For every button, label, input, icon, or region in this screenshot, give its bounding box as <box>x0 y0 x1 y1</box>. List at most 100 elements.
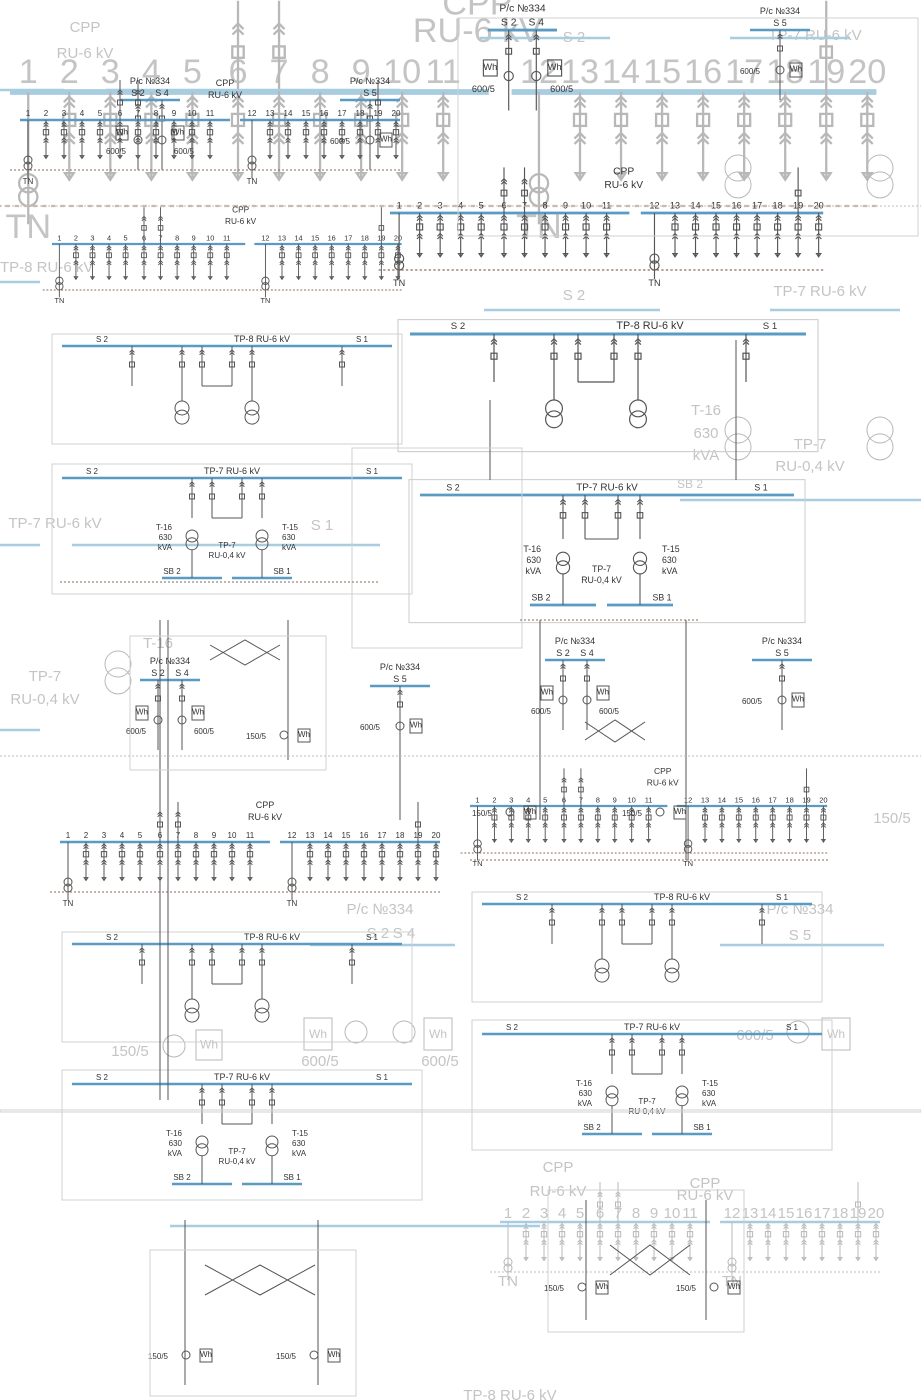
arrow-icon <box>285 155 291 160</box>
arrow-icon <box>765 1257 771 1262</box>
breaker-icon <box>199 361 205 368</box>
breaker-icon <box>73 252 79 259</box>
plug-contact-icon <box>61 137 67 144</box>
cell-number: 1 <box>66 831 71 840</box>
cpp-title: CPP <box>654 766 672 776</box>
meter-box <box>199 1348 213 1363</box>
plug-contact-icon <box>106 259 112 266</box>
transformer-icon <box>545 399 564 418</box>
breaker-icon <box>209 493 215 500</box>
arrow-icon <box>436 253 444 258</box>
ct-rating: 600/5 <box>740 67 761 76</box>
breaker-icon <box>284 129 292 136</box>
arrow-icon <box>815 253 822 258</box>
plug-contact-icon <box>272 21 286 36</box>
breaker-icon <box>328 252 335 259</box>
plug-contact-icon <box>777 33 783 40</box>
breaker-icon <box>189 959 195 966</box>
breaker-icon <box>619 919 625 926</box>
current-transformer-icon <box>775 65 785 75</box>
arrow-icon <box>702 838 708 844</box>
arrow-icon <box>157 276 164 281</box>
arrow-icon <box>561 838 567 844</box>
plug-contact-icon <box>193 859 199 866</box>
transformer-icon <box>866 433 894 461</box>
transformer-icon <box>632 551 648 566</box>
breaker-icon <box>141 225 147 231</box>
transformer-icon <box>555 560 571 575</box>
breaker-icon <box>609 1049 615 1056</box>
breaker-icon <box>378 851 386 858</box>
faint-cpp: CPP <box>70 19 101 36</box>
faint-t16-2: T-16 <box>143 635 173 652</box>
breaker-icon <box>231 45 245 59</box>
arrow-icon <box>211 877 217 882</box>
breaker-icon <box>860 112 875 128</box>
section-s1: S 1 <box>376 1073 389 1082</box>
meter-label: Wh <box>298 730 310 739</box>
plug-contact-icon <box>719 822 725 828</box>
meter-label: Wh <box>200 1350 212 1359</box>
voltage-transformer-icon <box>63 877 73 887</box>
current-transformer-icon <box>786 1020 810 1044</box>
plug-contact-icon <box>267 137 273 144</box>
breaker-icon <box>223 252 230 259</box>
cell-number: 16 <box>320 109 329 118</box>
tp7-04-title: TP-7 <box>592 564 611 574</box>
cell-number: 12 <box>684 795 692 804</box>
transformer-icon <box>629 410 648 429</box>
breaker-icon <box>209 959 215 966</box>
faint-ps-mid: P/c №334 <box>347 901 414 918</box>
voltage-transformer-icon <box>503 1257 513 1267</box>
plug-contact-icon <box>343 859 349 866</box>
cell-number: 3 <box>509 795 513 804</box>
section-s2: S 2 <box>506 1023 519 1032</box>
arrow-icon <box>379 877 385 882</box>
breaker-icon <box>550 352 558 360</box>
ps-s4: S 4 <box>155 88 169 98</box>
plug-contact-icon <box>615 1239 621 1246</box>
current-transformer-icon <box>558 695 568 705</box>
section-s2: S 2 <box>86 467 99 476</box>
breaker-icon <box>603 223 611 231</box>
faint-630: 630 <box>693 425 718 442</box>
meter-box <box>596 685 610 701</box>
thumbnail-frame <box>351 447 523 649</box>
meter-icon: Wh <box>191 705 205 721</box>
plug-contact-icon <box>508 822 514 828</box>
plug-contact-icon <box>259 481 265 488</box>
breaker-icon <box>89 252 96 259</box>
breaker-icon <box>396 851 404 858</box>
plug-contact-icon <box>307 859 313 866</box>
cell-number: 15 <box>302 109 311 118</box>
breaker-icon <box>854 1231 862 1238</box>
arrow-icon <box>224 276 230 281</box>
ps-s5: S 5 <box>393 674 407 684</box>
plug-contact-icon <box>135 89 141 96</box>
tp-frame <box>397 318 819 453</box>
arrow-icon <box>89 276 96 281</box>
arrow-icon <box>393 155 399 160</box>
arrow-icon <box>97 155 103 160</box>
cell-number: 14 <box>602 53 640 91</box>
breaker-icon <box>794 223 802 231</box>
breaker-icon <box>246 851 254 858</box>
plug-contact-icon <box>101 859 107 866</box>
current-transformer-icon <box>177 715 187 725</box>
cell-number: 18 <box>396 831 405 840</box>
cell-number: 16 <box>328 233 336 242</box>
breaker-icon <box>374 129 382 136</box>
cable-crossing <box>209 639 281 666</box>
breaker-icon <box>170 129 178 136</box>
breaker-icon <box>645 814 652 821</box>
plug-contact-icon <box>175 859 181 866</box>
breaker-icon <box>732 223 741 231</box>
cell-number: 3 <box>90 233 94 242</box>
plug-contact-icon <box>578 822 584 828</box>
plug-contact-icon <box>861 131 874 145</box>
